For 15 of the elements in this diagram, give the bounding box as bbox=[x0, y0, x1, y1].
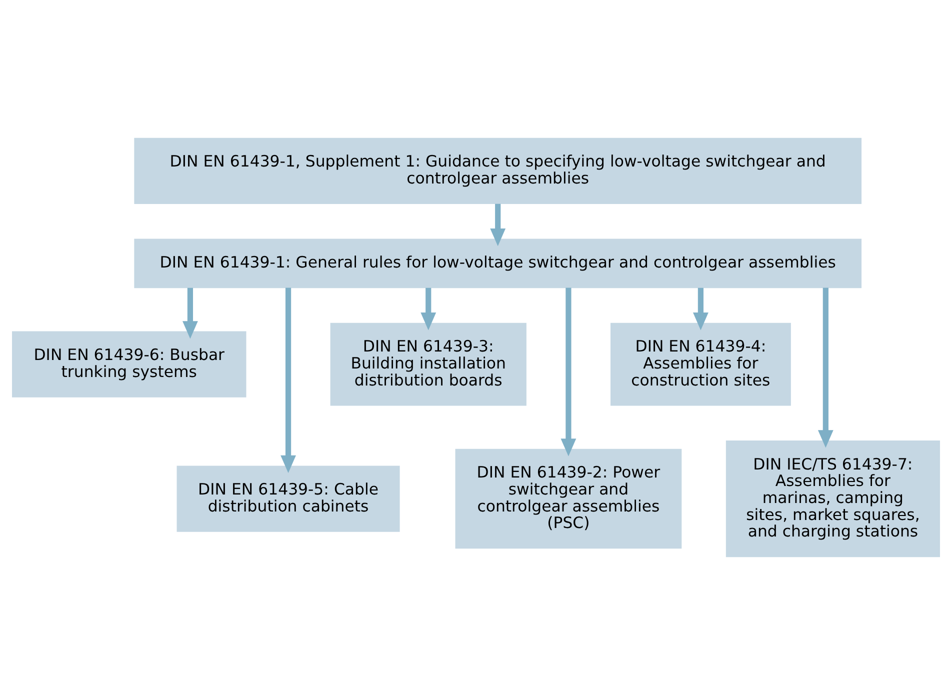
node-box: DIN EN 61439-4: Assemblies for construction sites bbox=[610, 322, 791, 406]
node-box: DIN EN 61439-5: Cable distribution cabinets bbox=[176, 466, 400, 532]
arrow bbox=[560, 288, 576, 456]
arrow bbox=[818, 288, 834, 448]
node-box: DIN EN 61439-1, Supplement 1: Guidance to specifying low-voltage switchgear and controlgear assemblies bbox=[134, 138, 862, 204]
node-box: DIN EN 61439-1: General rules for low-voltage switchgear and controlgear assemblies bbox=[134, 238, 862, 288]
node-box: DIN EN 61439-6: Busbar trunking systems bbox=[12, 331, 246, 398]
node-box: DIN EN 61439-3: Building installation distribution boards bbox=[330, 322, 526, 406]
arrow bbox=[490, 204, 506, 246]
arrow bbox=[420, 288, 436, 330]
node-box: DIN IEC/TS 61439-7: Assemblies for marinas, camping sites, market squares, and charging stations bbox=[726, 440, 940, 558]
arrow bbox=[280, 288, 296, 474]
arrow bbox=[182, 288, 198, 339]
node-box: DIN EN 61439-2: Power switchgear and controlgear assemblies (PSC) bbox=[455, 448, 682, 549]
arrow bbox=[693, 288, 708, 330]
